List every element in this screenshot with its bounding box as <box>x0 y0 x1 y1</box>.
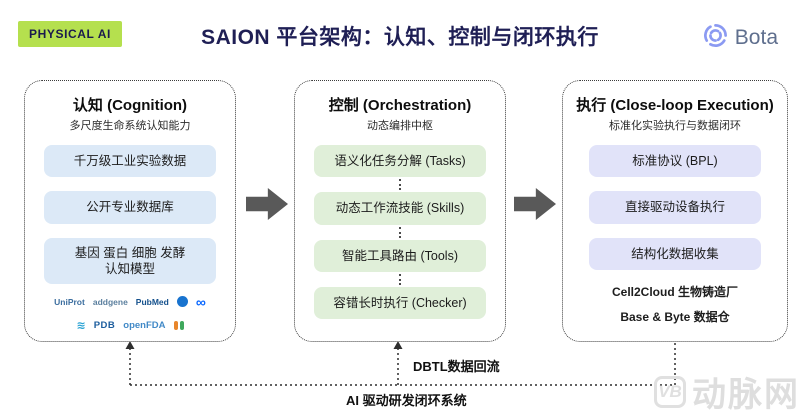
colorful-database-logo <box>173 321 184 330</box>
database-logos-row-2: ≋ PDB openFDA <box>25 319 235 332</box>
bota-wordmark: Bota <box>734 26 778 49</box>
orchestration-item-checker: 容错长时执行 (Checker) <box>314 286 486 319</box>
loop-path-right-to-left <box>130 343 676 386</box>
dotted-connector <box>399 273 401 285</box>
pubmed-logo: PubMed <box>135 296 169 307</box>
cognition-panel: 认知 (Cognition) 多尺度生命系统认知能力 千万级工业实验数据 公开专… <box>24 80 236 342</box>
cognition-title: 认知 (Cognition) <box>72 97 188 114</box>
execution-note-cell2cloud: Cell2Cloud 生物铸造厂 <box>611 284 738 299</box>
cognition-item-models: 基因 蛋白 细胞 发酵 认知模型 <box>44 237 216 284</box>
dbtl-reflow-label: DBTL数据回流 <box>413 359 500 374</box>
execution-item-device-drive: 直接驱动设备执行 <box>589 191 761 224</box>
loop-arrowhead-cognition <box>125 341 135 349</box>
vb-watermark-icon: VB <box>654 375 686 408</box>
dotted-connector <box>399 179 401 191</box>
orchestration-item-tasks: 语义化任务分解 (Tasks) <box>314 145 486 178</box>
dotted-connector <box>399 226 401 238</box>
cognition-item-public-databases: 公开专业数据库 <box>44 191 216 224</box>
uniprot-logo: UniProt <box>54 296 85 307</box>
orchestration-title: 控制 (Orchestration) <box>328 97 472 114</box>
orchestration-item-tools: 智能工具路由 (Tools) <box>314 239 486 272</box>
execution-title: 执行 (Close-loop Execution) <box>576 97 774 114</box>
bota-logo: Bota <box>702 22 778 54</box>
bota-swirl-icon <box>702 22 729 54</box>
orchestration-panel: 控制 (Orchestration) 动态编排中枢 语义化任务分解 (Tasks… <box>294 80 506 342</box>
database-logos-row-1: UniProt addgene PubMed ∞ <box>54 293 206 310</box>
closed-loop-system-label: AI 驱动研发闭环系统 <box>346 393 467 408</box>
orchestration-subtitle: 动态编排中枢 <box>367 120 433 132</box>
vbdata-watermark: VB 动脉网 <box>654 367 800 416</box>
cognition-item-industrial-data: 千万级工业实验数据 <box>44 145 216 178</box>
openfda-logo: openFDA <box>123 320 166 331</box>
watermark-text: 动脉网 <box>692 376 800 414</box>
page-title: SAION 平台架构：认知、控制与闭环执行 <box>201 26 599 49</box>
pdb-logo: PDB <box>93 320 116 331</box>
execution-note-basebyte: Base & Byte 数据仓 <box>620 309 730 324</box>
orchestration-item-skills: 动态工作流技能 (Skills) <box>314 192 486 225</box>
physical-ai-badge: PHYSICAL AI <box>18 21 122 47</box>
loop-arrowhead-orchestration <box>393 341 403 349</box>
execution-panel: 执行 (Close-loop Execution) 标准化实验执行与数据闭环 标… <box>562 80 788 342</box>
addgene-logo: addgene <box>92 296 128 307</box>
cognition-subtitle: 多尺度生命系统认知能力 <box>69 120 191 132</box>
blue-circle-logo <box>176 296 188 307</box>
arrow-orchestration-to-execution <box>514 188 556 220</box>
arrow-cognition-to-orchestration <box>246 188 288 220</box>
execution-subtitle: 标准化实验执行与数据闭环 <box>609 120 741 132</box>
execution-item-data-collection: 结构化数据收集 <box>589 237 761 270</box>
execution-item-bpl: 标准协议 (BPL) <box>589 145 761 178</box>
